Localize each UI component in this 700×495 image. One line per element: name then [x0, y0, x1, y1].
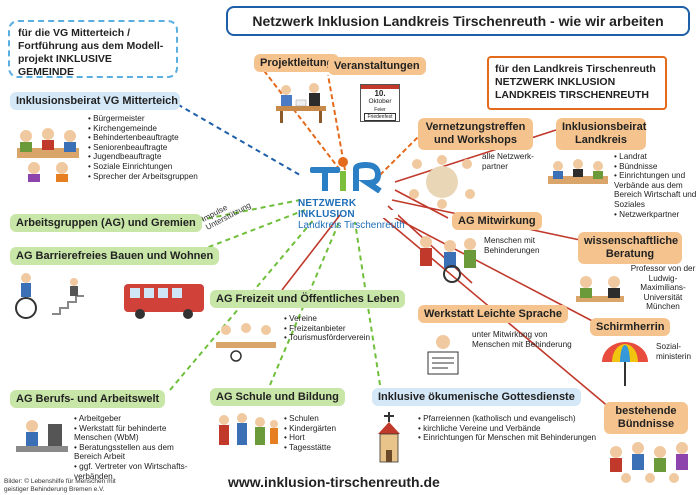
list-item: Kirchengemeinde	[88, 124, 208, 134]
connector-projektleitung	[261, 67, 341, 171]
connector-veranstaltungen	[327, 74, 346, 171]
logo-mark	[310, 157, 382, 194]
calendar-line1: Feier	[374, 107, 386, 113]
node-wissenschaft: wissenschaftliche Beratung	[578, 232, 682, 264]
list-item: Netzwerkpartner	[614, 210, 698, 220]
node-arbeitsgruppen: Arbeitsgruppen (AG) und Gremien	[10, 214, 202, 232]
umbrella-icon	[602, 342, 648, 386]
list-item: ggf. Vertreter von Wirtschafts-verbänden	[74, 462, 190, 481]
list-gottesdienste: Pfarreiennen (katholisch und evangelisch…	[418, 414, 600, 443]
node-vernetzung: Vernetzungstreffen und Workshops	[418, 118, 533, 150]
list-vg-members: Bürgermeister Kirchengemeinde Behinderte…	[88, 114, 208, 181]
node-ag-schule: AG Schule und Bildung	[210, 388, 345, 406]
calendar-month: Oktober	[368, 98, 392, 105]
page-title: Netzwerk Inklusion Landkreis Tirschenreu…	[226, 6, 690, 36]
workshop-illustration	[409, 155, 475, 209]
participation-illustration	[420, 236, 476, 283]
list-item: Vereine	[284, 314, 384, 324]
note-netzwerkpartner: alle Netzwerk-partner	[482, 152, 534, 171]
leisure-illustration	[216, 323, 276, 362]
list-item: Pfarreiennen (katholisch und evangelisch…	[418, 414, 600, 424]
calendar-line2: Friedenfest	[364, 113, 396, 121]
list-lk-members: Landrat Bündnisse Einrichtungen und Verb…	[614, 152, 698, 219]
list-item: Behindertenbeauftragte	[88, 133, 208, 143]
list-item: Soziale Einrichtungen	[88, 162, 208, 172]
list-item: Schulen	[284, 414, 364, 424]
school-illustration	[219, 413, 278, 445]
node-inklusionsbeirat-vg: Inklusionsbeirat VG Mitterteich	[10, 92, 180, 110]
node-schirmherrin: Schirmherrin	[590, 318, 671, 336]
alliances-illustration	[610, 442, 688, 483]
logo-name: NETZWERK INKLUSION	[298, 198, 357, 220]
connector-arbeitsgruppen	[189, 199, 301, 223]
connector-beirat-vg	[169, 99, 301, 176]
logo: NETZWERK INKLUSION Landkreis Tirschenreu…	[298, 155, 408, 231]
reading-illustration	[427, 335, 459, 375]
list-item: Sprecher der Arbeitsgruppen	[88, 172, 208, 182]
list-item: Einrichtungen und Verbände aus dem Berei…	[614, 171, 698, 209]
note-mitwirkung: Menschen mit Behinderungen	[484, 236, 540, 255]
list-item: Beratungsstellen aus dem Bereich Arbeit	[74, 443, 190, 462]
node-buendnisse: bestehende Bündnisse	[604, 402, 688, 434]
list-item: Landrat	[614, 152, 698, 162]
node-projektleitung: Projektleitung	[254, 54, 340, 72]
list-item: Einrichtungen für Menschen mit Behinderu…	[418, 433, 600, 443]
list-freizeit: Vereine Freizeitanbieter Tourismusförder…	[284, 314, 384, 343]
connector-schule	[269, 219, 341, 386]
meeting-illustration	[276, 83, 326, 123]
list-item: Werkstatt für behinderte Menschen (WbM)	[74, 424, 190, 443]
list-item: Kindergärten	[284, 424, 364, 434]
board-illustration	[548, 159, 608, 184]
consulting-illustration	[576, 276, 624, 302]
node-werkstatt: Werkstatt Leichte Sprache	[418, 305, 568, 323]
footer-url[interactable]: www.inklusion-tirschenreuth.de	[228, 474, 440, 490]
council-illustration	[17, 128, 79, 182]
connector-freizeit	[281, 214, 341, 291]
list-beruf: Arbeitgeber Werkstatt für behinderte Men…	[74, 414, 190, 481]
node-gottesdienste: Inklusive ökumenische Gottesdienste	[372, 388, 581, 406]
landkreis-note: für den Landkreis Tirschenreuth NETZWERK…	[487, 56, 667, 110]
logo-subtitle: Landkreis Tirschenreuth	[298, 220, 405, 231]
list-item: Seniorenbeauftragte	[88, 143, 208, 153]
node-ag-beruf: AG Berufs- und Arbeitswelt	[10, 390, 166, 408]
list-schule: Schulen Kindergärten Hort Tagesstätte	[284, 414, 364, 452]
list-item: Jugendbeauftragte	[88, 152, 208, 162]
list-item: Tagesstätte	[284, 443, 364, 453]
church-icon	[378, 412, 400, 463]
node-ag-freizeit: AG Freizeit und Öffentliches Leben	[210, 290, 406, 308]
list-item: Bündnisse	[614, 162, 698, 172]
node-inklusionsbeirat-lk: Inklusionsbeirat Landkreis	[556, 118, 646, 150]
calendar-day: 10.	[374, 89, 386, 98]
image-credit: Bilder: © Lebenshilfe für Menschen mit g…	[4, 478, 116, 493]
node-ag-mitwirkung: AG Mitwirkung	[452, 212, 542, 230]
list-item: Tourismusförderverein	[284, 333, 384, 343]
list-item: Bürgermeister	[88, 114, 208, 124]
connector-vernetzung	[379, 129, 426, 176]
node-ag-barrierefrei: AG Barrierefreies Bauen und Wohnen	[10, 247, 220, 265]
node-veranstaltungen: Veranstaltungen	[328, 57, 426, 75]
accessibility-illustration	[15, 273, 204, 319]
list-item: Arbeitgeber	[74, 414, 190, 424]
list-item: kirchliche Vereine und Verbände	[418, 424, 600, 434]
connector-mitwirkung	[394, 189, 449, 219]
work-illustration	[16, 420, 68, 452]
note-leichte-sprache: unter Mitwirkung von Menschen mit Behind…	[472, 330, 572, 349]
note-schirmherrin: Sozial-ministerin	[656, 342, 692, 361]
mitterteich-note: für die VG Mitterteich / Fortführung aus…	[8, 20, 178, 78]
note-wissenschaft: Professor von der Ludwig-Maximilians-Uni…	[630, 264, 696, 312]
list-item: Hort	[284, 433, 364, 443]
list-item: Freizeitanbieter	[284, 324, 384, 334]
calendar-icon: 10. Oktober Feier Friedenfest	[360, 84, 400, 122]
